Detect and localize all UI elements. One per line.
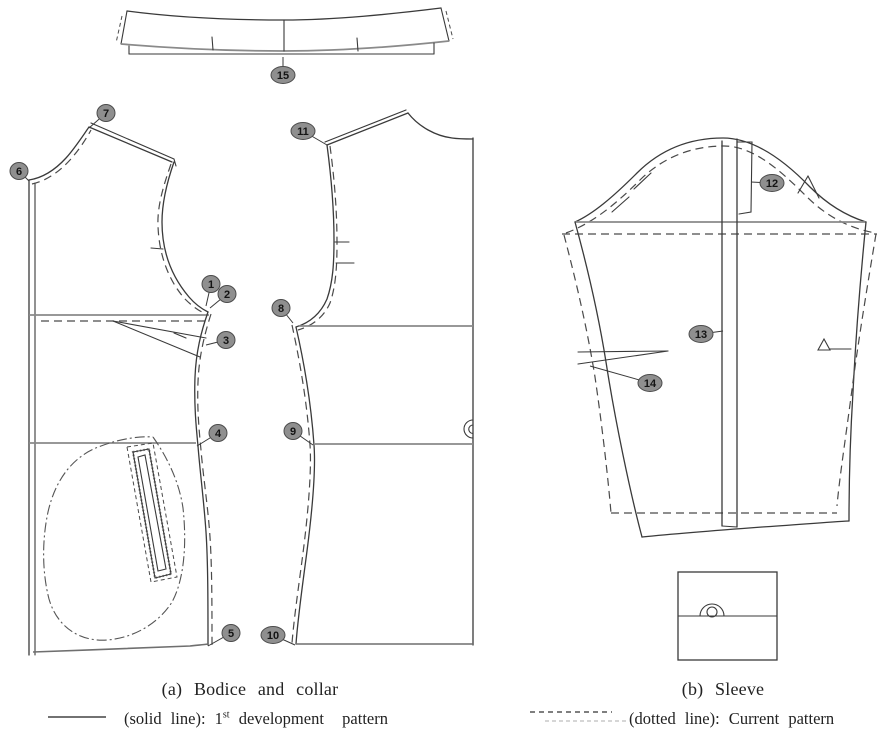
collar-piece — [115, 7, 454, 55]
back-hem-line — [32, 643, 209, 653]
collar-left-dashed-end — [115, 15, 123, 44]
legend-dotted-label: (dotted line): Current pattern — [629, 709, 835, 728]
marker-13: 13 — [688, 325, 724, 343]
front-side-seam-dashed — [291, 324, 312, 644]
sleeve-piece — [562, 137, 877, 538]
marker-6: 6 — [9, 162, 30, 182]
cuff-piece — [677, 571, 778, 661]
sleeve-right-seam — [848, 221, 867, 522]
svg-text:8: 8 — [278, 303, 284, 315]
svg-text:13: 13 — [695, 329, 707, 341]
sleeve-left-seam-dashed — [563, 234, 612, 514]
back-shoulder-tick — [173, 158, 177, 167]
cuff-button-inner — [706, 606, 718, 618]
collar-left-end — [120, 10, 128, 45]
marker-5: 5 — [207, 624, 241, 647]
back-dart-mid-mark — [173, 332, 187, 339]
marker-3: 3 — [205, 331, 236, 349]
caption-sleeve: (b) Sleeve — [681, 679, 765, 699]
collar-top-edge — [126, 7, 442, 21]
front-side-seam — [295, 326, 316, 645]
legend-solid-label-superscript: st — [222, 709, 230, 721]
front-button-outer — [463, 419, 474, 439]
svg-text:4: 4 — [215, 428, 222, 440]
sleeve-cap-notch-left-1 — [611, 196, 630, 213]
front-shoulder-line — [326, 112, 409, 146]
collar-right-dashed-end — [445, 10, 454, 40]
marker-9: 9 — [283, 422, 314, 446]
collar-notch-right — [356, 37, 359, 52]
back-armhole-curve-dashed — [157, 163, 207, 315]
marker-1: 1 — [201, 275, 221, 307]
svg-text:15: 15 — [277, 70, 289, 82]
welt-pocket-inner — [137, 454, 167, 572]
front-armhole-curve-dashed — [297, 145, 338, 331]
marker-2: 2 — [209, 285, 237, 309]
back-neck-curve-dashed — [31, 129, 92, 185]
sleeve-triangle-notch — [817, 337, 831, 351]
marker-8: 8 — [271, 299, 294, 324]
back-side-seam — [194, 311, 209, 646]
legend-solid-label-suffix: development pattern — [229, 709, 388, 728]
collar-roll-line — [120, 40, 450, 52]
svg-text:11: 11 — [297, 126, 309, 138]
marker-15: 15 — [270, 57, 296, 84]
welt-pocket-outer — [132, 448, 172, 579]
svg-text:2: 2 — [224, 289, 230, 301]
back-dart-upper-leg — [112, 320, 207, 339]
sleeve-cap-notch-right-1 — [797, 175, 809, 194]
collar-right-end — [440, 7, 450, 42]
svg-text:14: 14 — [644, 378, 657, 390]
front-bodice-piece — [291, 109, 474, 646]
collar-notch-left — [211, 36, 214, 51]
back-shoulder-inner-line — [90, 122, 175, 160]
pocket-bag-outline — [43, 436, 186, 641]
marker-4: 4 — [196, 424, 228, 447]
front-button-inner — [468, 424, 474, 435]
svg-text:1: 1 — [208, 279, 214, 291]
sleeve-dart-lower-leg — [577, 350, 669, 365]
legend-solid-label: (solid line): 1st development pattern — [124, 709, 388, 729]
svg-text:12: 12 — [766, 178, 778, 190]
back-armhole-notch — [150, 247, 164, 250]
svg-text:3: 3 — [223, 335, 229, 347]
marker-7: 7 — [88, 104, 116, 129]
legend-samples — [48, 711, 628, 722]
svg-text:10: 10 — [267, 630, 279, 642]
back-shoulder-line — [88, 126, 173, 163]
front-armhole-curve — [295, 144, 335, 328]
cuff-button-outer — [699, 603, 725, 617]
welt-pocket-dashed-outline — [126, 442, 178, 583]
sleeve-hem-curve — [641, 520, 850, 538]
back-neck-curve — [28, 126, 90, 181]
marker-11: 11 — [290, 122, 328, 146]
sleeve-placket-bracket — [736, 141, 753, 215]
sleeve-left-seam — [574, 221, 643, 538]
sleeve-grain-strip-bottom — [721, 525, 738, 528]
back-dart-lower-leg — [112, 320, 201, 358]
sleeve-right-seam-dashed — [836, 233, 877, 507]
marker-14: 14 — [589, 365, 663, 392]
back-side-seam-dashed — [197, 313, 213, 650]
sleeve-cap-curve — [574, 137, 867, 223]
marker-10: 10 — [260, 626, 296, 646]
sleeve-cap-notch-left-2 — [633, 172, 652, 190]
back-bodice-piece — [28, 122, 213, 656]
front-shoulder-inner-line — [324, 109, 407, 143]
svg-text:7: 7 — [103, 108, 109, 120]
back-armhole-curve — [161, 161, 209, 313]
marker-12: 12 — [750, 174, 785, 192]
legend-solid-label-prefix: (solid line): 1 — [124, 709, 223, 728]
sleeve-dart-upper-leg — [577, 350, 669, 353]
svg-text:5: 5 — [228, 628, 234, 640]
front-neck-curve — [407, 112, 474, 140]
sleeve-cap-notch-right-2 — [807, 175, 820, 199]
svg-text:6: 6 — [16, 166, 22, 178]
sleeve-cap-curve-dashed — [565, 145, 877, 234]
svg-text:9: 9 — [290, 426, 296, 438]
caption-bodice-and-collar: (a) Bodice and collar — [161, 679, 339, 699]
